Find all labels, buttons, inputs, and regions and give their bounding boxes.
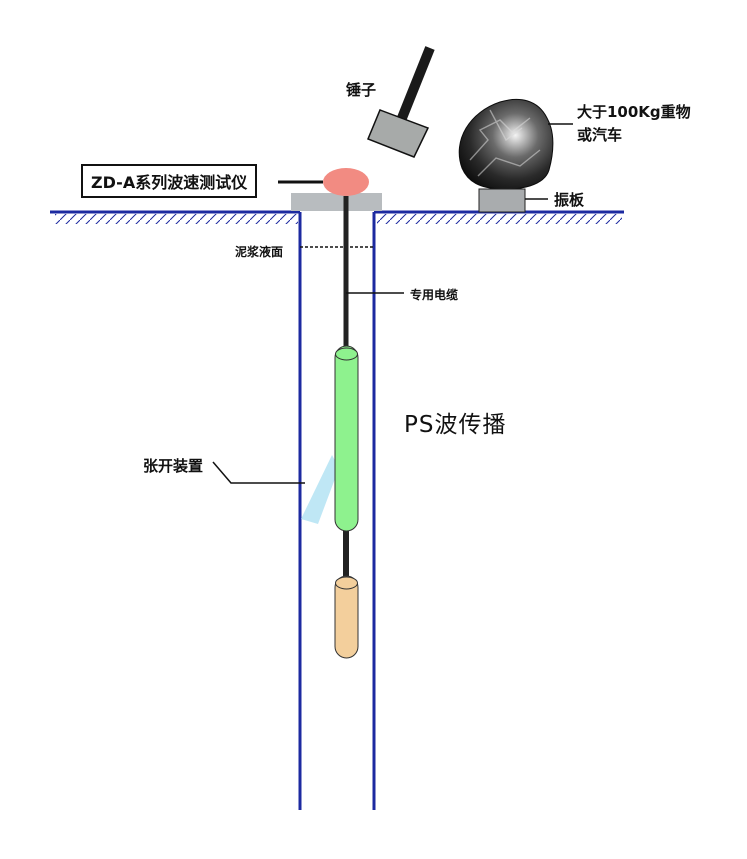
expander-arm	[301, 455, 339, 524]
lower-probe-top	[335, 576, 358, 590]
borehole-plate	[291, 193, 382, 211]
lower-probe	[334, 575, 359, 659]
weight-label-line1: 大于100Kg重物	[577, 103, 691, 121]
rock-texture	[469, 109, 541, 177]
hammer-head	[367, 109, 430, 158]
propagation-label: PS波传播	[404, 412, 507, 438]
upper-probe	[334, 345, 359, 532]
cable-label: 专用电缆	[410, 288, 459, 302]
mud-level-label: 泥浆液面	[235, 245, 284, 259]
ground-hatch-left	[55, 214, 298, 224]
upper-probe-top	[335, 347, 358, 361]
instrument-label: ZD-A系列波速测试仪	[81, 164, 258, 198]
weight-label-line2: 或汽车	[577, 126, 623, 144]
expander-leader	[212, 461, 305, 484]
hammer-label: 锤子	[346, 81, 377, 99]
ground-hatch-right	[377, 214, 622, 224]
weight-rock	[458, 98, 554, 190]
plate-label: 振板	[554, 191, 585, 209]
sensor-cap	[323, 168, 369, 196]
hammer-handle	[397, 46, 435, 120]
expander-label: 张开装置	[143, 457, 204, 475]
vibration-plate	[478, 188, 526, 213]
